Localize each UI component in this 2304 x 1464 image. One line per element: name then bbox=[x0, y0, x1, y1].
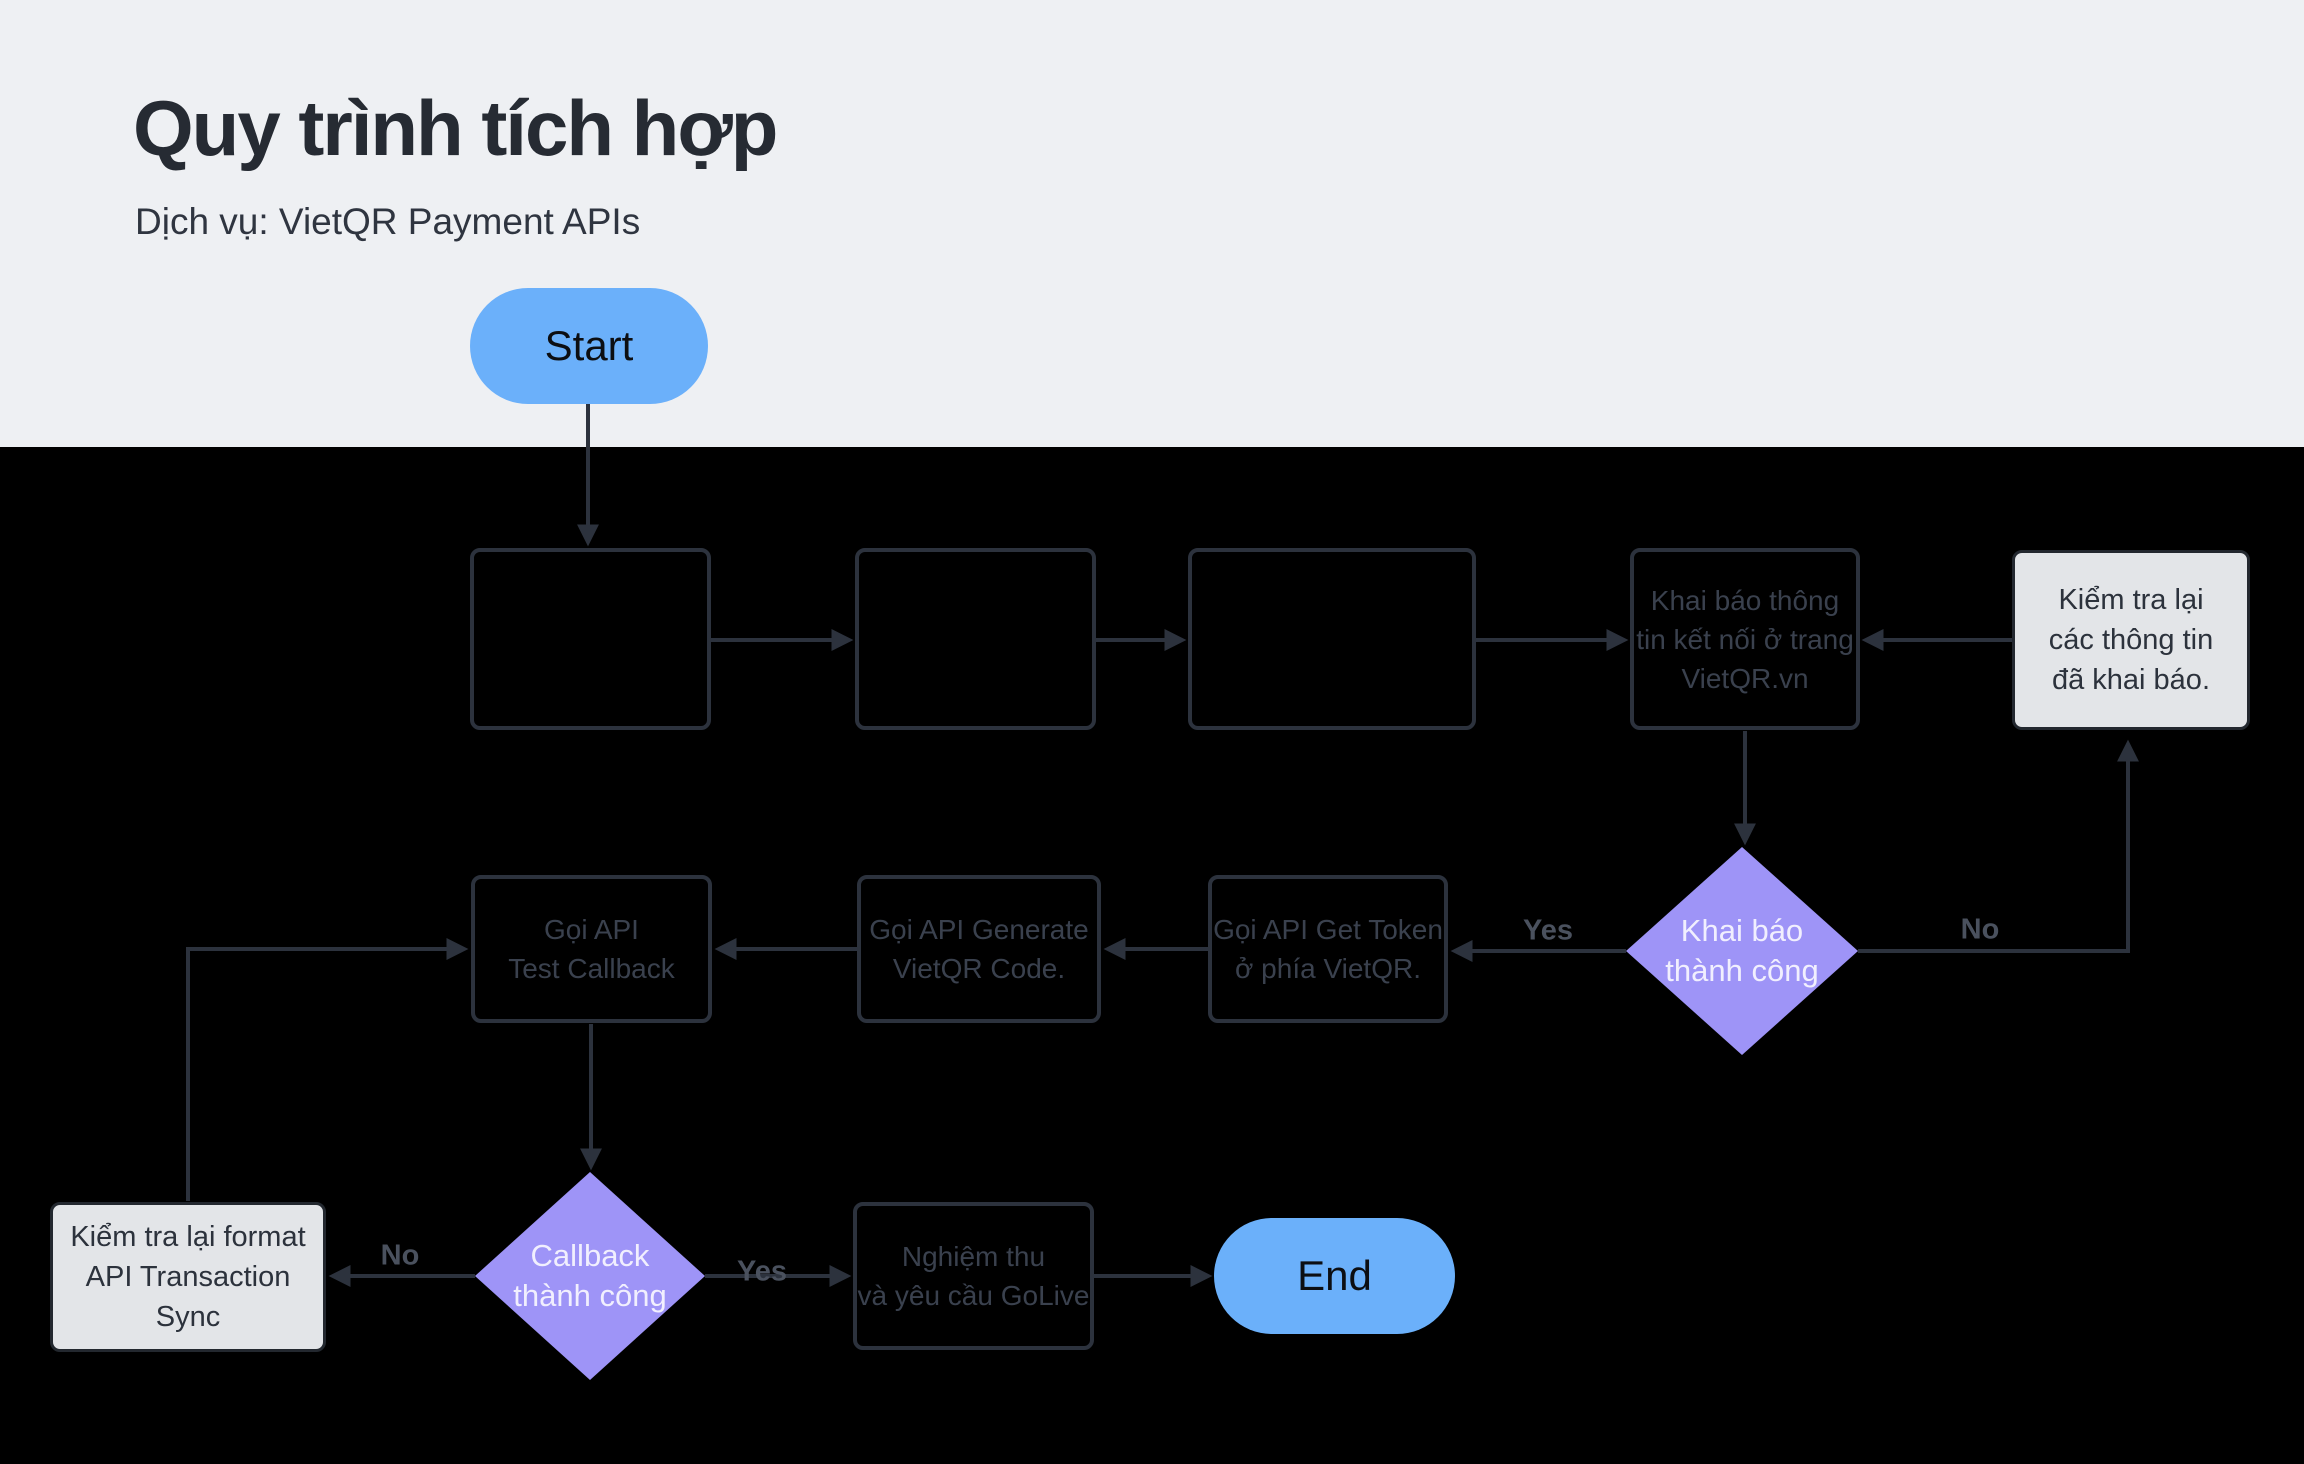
edge-label-callback-no: No bbox=[380, 1239, 420, 1272]
node-recheck-info: Kiểm tra lại các thông tin đã khai báo. bbox=[2012, 550, 2250, 730]
node-decision-declare-success-label: Khai báo thành công bbox=[1665, 913, 1819, 988]
edge-label-declare-yes: Yes bbox=[1523, 914, 1573, 947]
node-step-2 bbox=[855, 548, 1096, 730]
node-test-callback-label: Gọi API Test Callback bbox=[508, 914, 675, 984]
node-decision-callback-success-label: Callback thành công bbox=[513, 1238, 667, 1313]
node-decision-declare-success: Khai báo thành công bbox=[1626, 847, 1858, 1055]
edge-label-declare-no: No bbox=[1960, 913, 2000, 946]
node-start-label: Start bbox=[544, 322, 634, 369]
node-recheck-format: Kiểm tra lại format API Transaction Sync bbox=[50, 1202, 326, 1352]
node-get-token-label: Gọi API Get Token ở phía VietQR. bbox=[1213, 914, 1443, 984]
node-acceptance-label: Nghiệm thu và yêu cầu GoLive bbox=[857, 1241, 1090, 1311]
node-recheck-info-label: Kiểm tra lại các thông tin đã khai báo. bbox=[2048, 584, 2214, 696]
node-declare-info-label: Khai báo thông tin kết nối ở trang VietQ… bbox=[1636, 584, 1854, 694]
node-generate-code: Gọi API Generate VietQR Code. bbox=[857, 875, 1101, 1023]
header-band bbox=[0, 0, 2304, 447]
node-get-token: Gọi API Get Token ở phía VietQR. bbox=[1208, 875, 1448, 1023]
node-test-callback: Gọi API Test Callback bbox=[471, 875, 712, 1023]
node-step-1 bbox=[470, 548, 711, 730]
page-title: Quy trình tích hợp bbox=[133, 84, 778, 172]
page-subtitle: Dịch vụ: VietQR Payment APIs bbox=[135, 201, 641, 242]
node-step-3 bbox=[1188, 548, 1476, 730]
node-generate-code-label: Gọi API Generate VietQR Code. bbox=[869, 914, 1089, 984]
node-start: Start bbox=[470, 288, 708, 404]
node-acceptance: Nghiệm thu và yêu cầu GoLive bbox=[853, 1202, 1094, 1350]
node-end-label: End bbox=[1297, 1252, 1372, 1299]
node-end: End bbox=[1214, 1218, 1455, 1334]
node-declare-info: Khai báo thông tin kết nối ở trang VietQ… bbox=[1630, 548, 1860, 730]
node-recheck-format-label: Kiểm tra lại format API Transaction Sync bbox=[70, 1221, 306, 1333]
edge-label-callback-yes: Yes bbox=[737, 1255, 787, 1288]
node-decision-callback-success: Callback thành công bbox=[475, 1172, 705, 1380]
